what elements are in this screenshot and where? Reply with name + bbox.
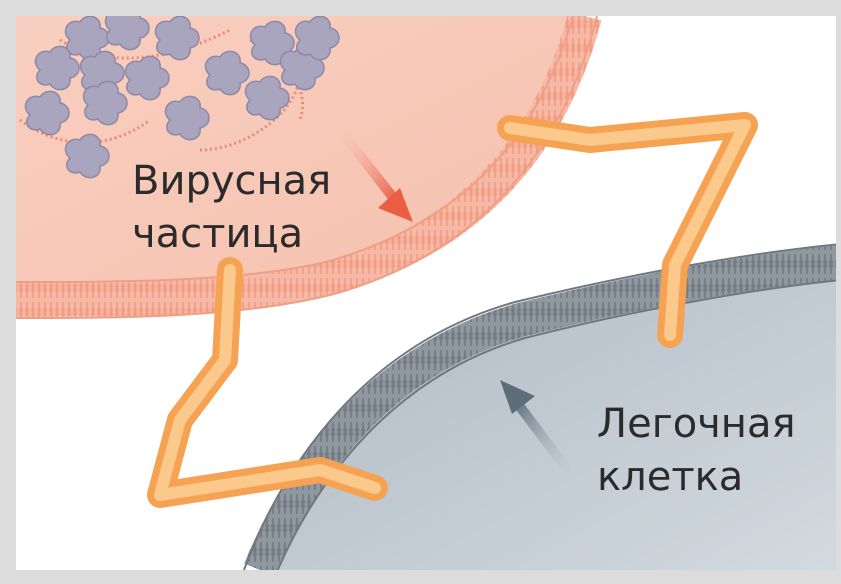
- lung-cell-label-line2: клетка: [597, 451, 743, 503]
- virus-particle-label-line2: частица: [132, 208, 303, 260]
- lung-cell-label-line1: Легочная: [597, 398, 796, 450]
- virus-particle-label-line1: Вирусная: [132, 155, 331, 207]
